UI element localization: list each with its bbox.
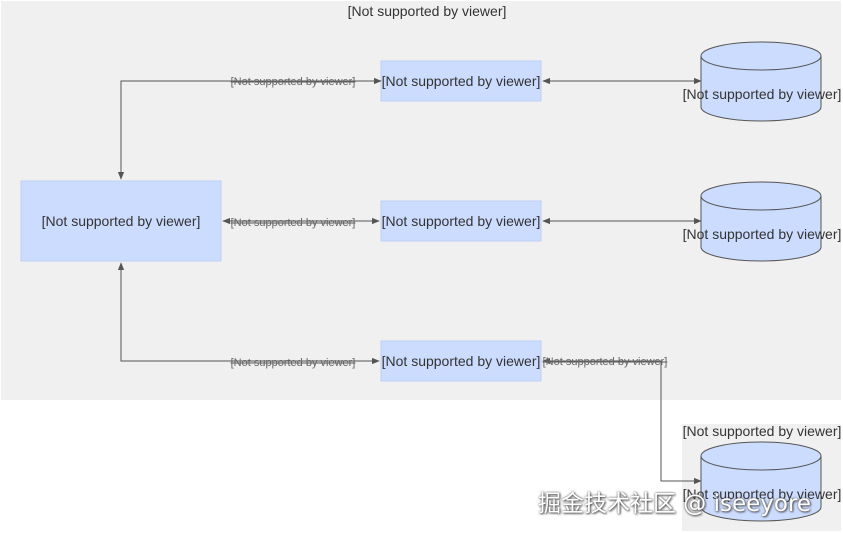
main-box-label: [Not supported by viewer]: [42, 213, 201, 229]
edge-label-4: [Not supported by viewer]: [543, 356, 668, 368]
connector-service-3-database-3[interactable]: [542, 357, 702, 485]
database-2[interactable]: [700, 181, 822, 262]
watermark-text: 掘金技术社区 @ iseeyore: [538, 491, 812, 517]
main-box[interactable]: [20, 180, 222, 262]
edge-label-1: [Not supported by viewer]: [231, 76, 356, 88]
service-box-3[interactable]: [380, 340, 542, 382]
connector-main-service-3[interactable]: [117, 262, 380, 365]
edge-label-3: [Not supported by viewer]: [231, 357, 356, 369]
database-2-label: [Not supported by viewer]: [683, 226, 842, 242]
database-1-label: [Not supported by viewer]: [683, 86, 842, 102]
database-3-top-label: [Not supported by viewer]: [683, 423, 842, 439]
database-1[interactable]: [700, 41, 822, 122]
service-box-2-label: [Not supported by viewer]: [382, 213, 541, 229]
service-box-1-label: [Not supported by viewer]: [382, 73, 541, 89]
service-box-2[interactable]: [380, 200, 542, 242]
connector-main-service-1[interactable]: [117, 77, 382, 180]
container-title: [Not supported by viewer]: [348, 3, 507, 19]
service-box-3-label: [Not supported by viewer]: [382, 353, 541, 369]
database-3[interactable]: [700, 441, 822, 522]
database-3-label: [Not supported by viewer]: [683, 486, 842, 502]
edge-label-2: [Not supported by viewer]: [231, 217, 356, 229]
